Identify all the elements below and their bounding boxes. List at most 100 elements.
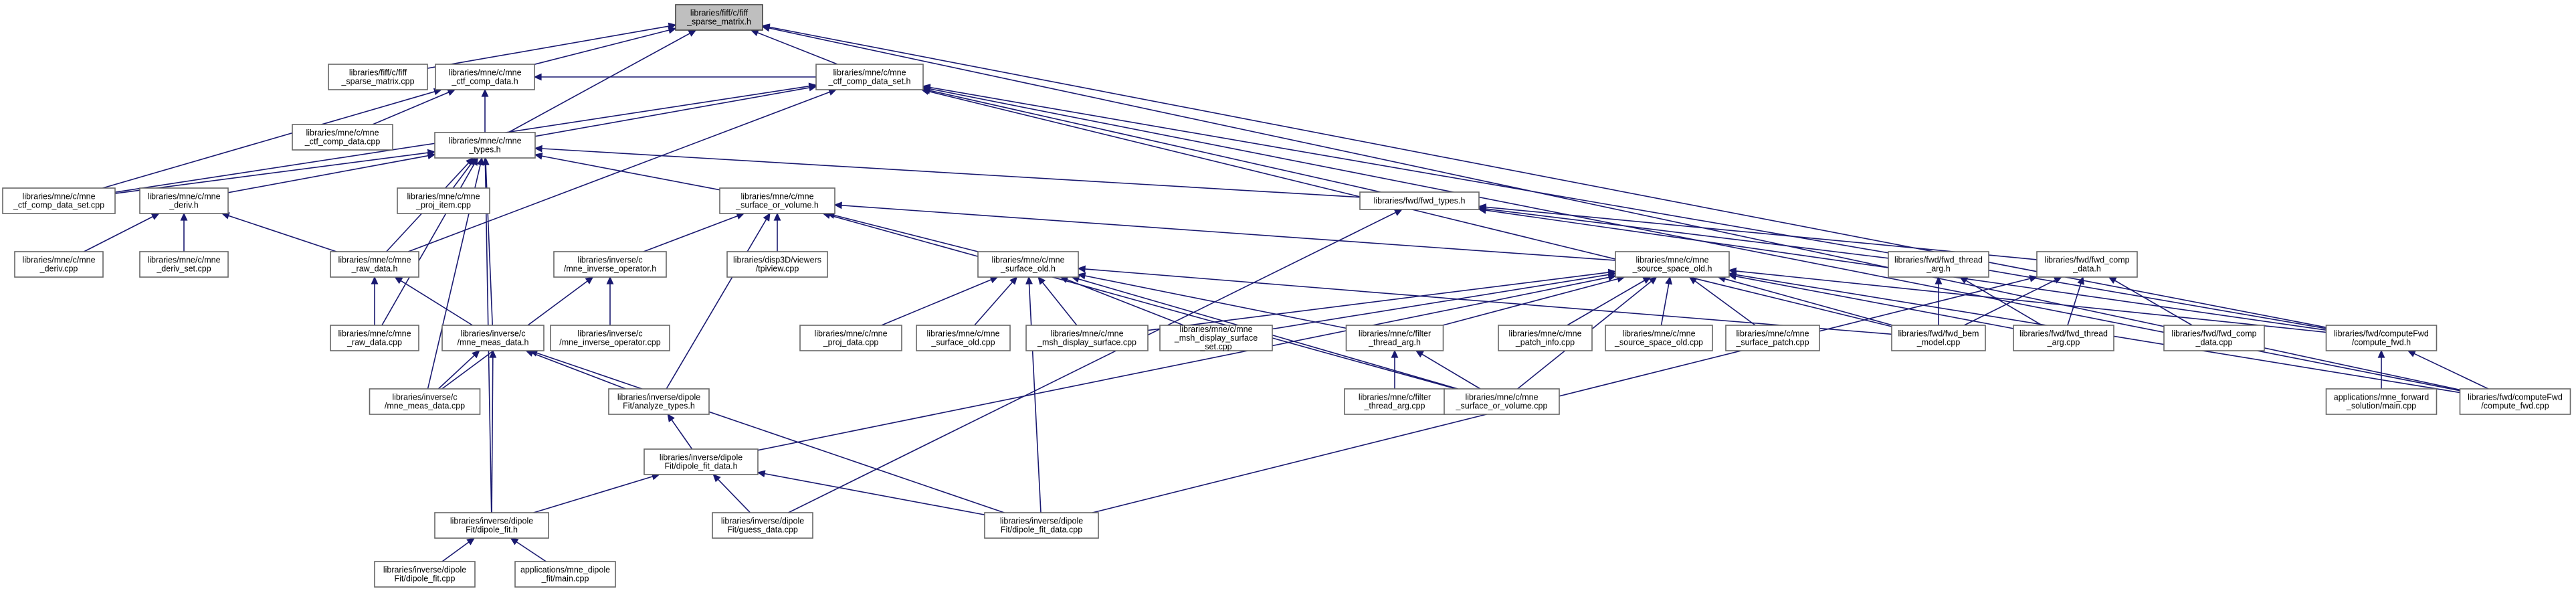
node-label-line: _solution/main.cpp — [2346, 402, 2416, 411]
file-node[interactable]: applications/mne_dipole_fit/main.cpp — [514, 561, 616, 588]
edge-line — [1965, 280, 2043, 326]
edge-line — [407, 91, 830, 252]
edge-arrowhead — [2377, 349, 2385, 358]
edge-arrowhead — [466, 537, 476, 545]
edge-arrowhead — [1959, 276, 1969, 284]
edge-line — [114, 152, 429, 194]
dependency-edge-n30-to-n17 — [1688, 276, 1756, 326]
edge-line — [717, 479, 751, 513]
node-box — [2459, 388, 2571, 415]
dependency-edge-n24-to-n16 — [974, 276, 1018, 326]
node-label-line: _data.h — [2072, 264, 2101, 274]
edge-line — [1485, 206, 2038, 260]
file-node[interactable]: libraries/mne/c/mne_deriv_set.cpp — [139, 251, 229, 278]
file-node[interactable]: libraries/fwd/fwd_thread_arg.cpp — [2013, 325, 2114, 351]
file-node[interactable]: applications/mne_forward_solution/main.c… — [2325, 388, 2438, 415]
file-node[interactable]: libraries/mne/c/mne_source_space_old.cpp — [1605, 325, 1713, 351]
node-label-line: _source_space_old.h — [1632, 264, 1712, 274]
edge-arrowhead — [2108, 276, 2117, 284]
root-file-node[interactable]: libraries/fiff/c/fiff_sparse_matrix.h — [675, 4, 763, 31]
file-node[interactable]: libraries/mne/c/mne_patch_info.cpp — [1498, 325, 1593, 351]
file-node[interactable]: libraries/inverse/dipoleFit/analyze_type… — [608, 388, 710, 415]
node-label-line: libraries/mne/c/mne — [926, 329, 999, 339]
dependency-edge-n44-to-n16 — [1025, 276, 1042, 513]
file-node[interactable]: libraries/inverse/c/mne_inverse_operator… — [550, 325, 670, 351]
edge-line — [1735, 270, 2326, 333]
file-node[interactable]: libraries/inverse/dipoleFit/dipole_fit.c… — [374, 561, 476, 588]
file-node[interactable]: libraries/fwd/computeFwd/compute_fwd.h — [2325, 325, 2438, 351]
edge-arrowhead — [1642, 276, 1652, 284]
dependency-edge-n4-to-n2 — [372, 89, 456, 125]
file-node[interactable]: libraries/mne/c/mne_surface_old.cpp — [916, 325, 1011, 351]
node-label-line: _msh_display_surface.cpp — [1037, 338, 1136, 347]
edge-arrowhead — [1009, 276, 1018, 285]
file-node[interactable]: libraries/inverse/c/mne_meas_data.h — [441, 325, 544, 351]
node-label-line: /mne_inverse_operator.cpp — [559, 338, 661, 347]
file-node[interactable]: libraries/disp3D/viewers/tpiview.cpp — [726, 251, 828, 278]
file-node[interactable]: libraries/mne/c/mne_proj_data.cpp — [799, 325, 902, 351]
file-node[interactable]: libraries/mne/c/mne_msh_display_surface.… — [1025, 325, 1149, 351]
file-node[interactable]: libraries/inverse/c/mne_meas_data.cpp — [369, 388, 481, 415]
file-node[interactable]: libraries/fwd/fwd_comp_data.h — [2036, 251, 2138, 278]
dependency-edge-n32-to-n17 — [1728, 272, 2014, 329]
edge-line — [1421, 353, 1481, 390]
file-node[interactable]: libraries/mne/c/mne_ctf_comp_data.cpp — [292, 124, 393, 151]
node-label-line: Fit/guess_data.cpp — [727, 525, 798, 535]
edge-arrowhead — [808, 82, 817, 90]
file-node[interactable]: libraries/mne/c/mne_ctf_comp_data_set.cp… — [2, 187, 116, 214]
file-node[interactable]: libraries/mne/c/mne_ctf_comp_data.h — [435, 64, 535, 90]
file-node[interactable]: libraries/mne/c/mne_types.h — [434, 132, 536, 159]
dependency-edge-n13-to-n3 — [407, 88, 837, 252]
file-node[interactable]: libraries/mne/c/mne_surface_or_volume.h — [719, 187, 835, 214]
node-label-line: libraries/mne/c/mne — [306, 129, 379, 138]
file-node[interactable]: libraries/fwd/fwd_types.h — [1359, 191, 1480, 210]
dependency-edge-n20-to-n13 — [371, 276, 379, 325]
node-label-line: libraries/mne/c/mne — [338, 329, 411, 339]
file-node[interactable]: libraries/mne/c/filter_thread_arg.h — [1345, 325, 1444, 351]
node-box — [435, 64, 535, 90]
file-node[interactable]: libraries/mne/c/mne_raw_data.cpp — [330, 325, 419, 351]
dependency-edge-n16-to-n9 — [826, 212, 979, 252]
file-node[interactable]: libraries/mne/c/filter_thread_arg.cpp — [1344, 388, 1446, 415]
file-node[interactable]: libraries/mne/c/mne_surface_old.h — [977, 251, 1079, 278]
file-node[interactable]: libraries/inverse/dipoleFit/dipole_fit_d… — [984, 512, 1099, 539]
node-label-line: libraries/mne/c/mne — [991, 256, 1064, 265]
edge-arrowhead — [2029, 275, 2038, 282]
file-node[interactable]: libraries/mne/c/mne_raw_data.h — [330, 251, 419, 278]
dependency-edge-n9-to-n5 — [534, 152, 720, 191]
file-node[interactable]: libraries/inverse/dipoleFit/guess_data.c… — [712, 512, 813, 539]
file-node[interactable]: libraries/mne/c/mne_deriv.h — [139, 187, 229, 214]
dependency-edge-n7-to-n5 — [227, 152, 436, 193]
node-label-line: libraries/fwd/fwd_thread — [1894, 256, 1983, 265]
dependency-edge-n38-to-n27 — [1415, 350, 1481, 390]
dependency-edge-n10-to-n5 — [534, 145, 1361, 198]
file-node[interactable]: libraries/fwd/fwd_thread_arg.h — [1888, 251, 1989, 278]
node-box — [2, 187, 116, 214]
node-label-line: Fit/dipole_fit.cpp — [394, 574, 455, 584]
file-node[interactable]: libraries/mne/c/mne_deriv.cpp — [14, 251, 104, 278]
file-node[interactable]: libraries/fwd/fwd_comp_data.cpp — [2163, 325, 2265, 351]
file-node[interactable]: libraries/inverse/dipoleFit/dipole_fit_d… — [643, 448, 759, 475]
file-node[interactable]: libraries/mne/c/mne_source_space_old.h — [1615, 251, 1730, 278]
file-node[interactable]: libraries/fwd/computeFwd/compute_fwd.cpp — [2459, 388, 2571, 415]
node-box — [2163, 325, 2265, 351]
node-box — [2325, 388, 2438, 415]
file-node[interactable]: libraries/inverse/c/mne_inverse_operator… — [553, 251, 667, 278]
file-node[interactable]: libraries/mne/c/mne_surface_patch.cpp — [1725, 325, 1820, 351]
file-node[interactable]: libraries/mne/c/mne_surface_or_volume.cp… — [1444, 388, 1560, 415]
dependency-edge-n43-to-n41 — [712, 473, 751, 513]
node-box — [1345, 325, 1444, 351]
node-label-line: libraries/mne/c/mne — [147, 256, 220, 265]
dependency-edge-n36-to-n21 — [525, 349, 626, 390]
edge-line — [833, 214, 979, 252]
file-node[interactable]: libraries/mne/c/mne_ctf_comp_data_set.h — [815, 64, 924, 90]
node-box — [726, 251, 828, 278]
file-node[interactable]: libraries/mne/c/mne_msh_display_surface_… — [1159, 325, 1273, 351]
file-node[interactable]: libraries/mne/c/mne_proj_item.cpp — [397, 187, 490, 214]
file-node[interactable]: libraries/fiff/c/fiff_sparse_matrix.cpp — [328, 64, 428, 90]
node-label-line: _surface_old.cpp — [930, 338, 995, 347]
file-node[interactable]: libraries/fwd/fwd_bem_model.cpp — [1891, 325, 1986, 351]
edge-arrowhead — [1077, 272, 1086, 280]
node-label-line: _ctf_comp_data.h — [451, 77, 518, 86]
